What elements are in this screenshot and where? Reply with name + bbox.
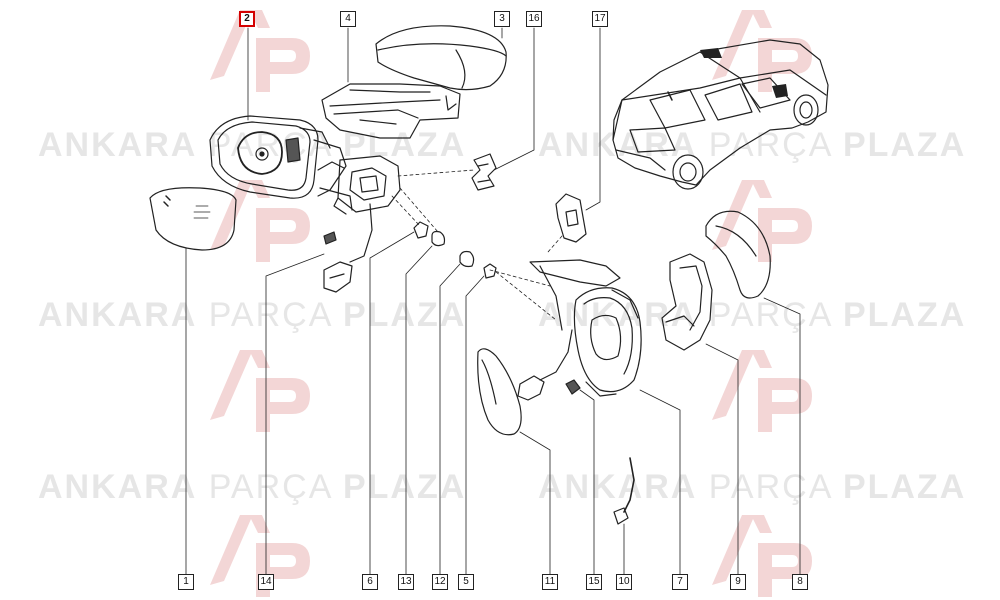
watermark-row: ANKARA PARÇA PLAZA	[538, 468, 967, 506]
callout-3: 3	[494, 11, 510, 27]
callout-6: 6	[362, 574, 378, 590]
dashed-leaders	[391, 169, 563, 321]
callout-16: 16	[526, 11, 542, 27]
callout-5: 5	[458, 574, 474, 590]
fastener-part	[413, 221, 497, 279]
mirror-shell-part	[529, 259, 642, 397]
callout-4: 4	[340, 11, 356, 27]
wiring-harness-part	[323, 231, 353, 293]
callout-14: 14	[258, 574, 274, 590]
callout-8: 8	[792, 574, 808, 590]
mirror-assembly-part	[209, 115, 353, 211]
watermark-row: ANKARA PARÇA PLAZA	[38, 296, 467, 334]
housing-frame-part	[321, 83, 461, 139]
callout-leaders	[185, 27, 801, 577]
callout-1: 1	[178, 574, 194, 590]
inner-frame-part	[661, 253, 713, 351]
watermark-row: ANKARA PARÇA PLAZA	[538, 296, 967, 334]
mirror-glass-part	[149, 187, 237, 251]
bracket-part	[471, 153, 497, 191]
callout-17: 17	[592, 11, 608, 27]
watermark-logo	[210, 10, 812, 597]
callout-15: 15	[586, 574, 602, 590]
callout-11: 11	[542, 574, 558, 590]
outer-cap-part	[705, 210, 771, 299]
right-mirror-glass-part	[477, 348, 522, 436]
glass-clip-part	[555, 193, 587, 243]
car-illustration	[612, 39, 829, 190]
cover-cap-part	[375, 25, 507, 91]
callout-10: 10	[616, 574, 632, 590]
callout-9: 9	[730, 574, 746, 590]
callout-7: 7	[672, 574, 688, 590]
watermark-row: ANKARA PARÇA PLAZA	[38, 468, 467, 506]
callout-2: 2	[239, 11, 255, 27]
cable-part	[613, 457, 635, 525]
callout-13: 13	[398, 574, 414, 590]
right-wiring-part	[517, 329, 581, 401]
callout-12: 12	[432, 574, 448, 590]
watermark-row: ANKARA PARÇA PLAZA	[538, 126, 967, 164]
